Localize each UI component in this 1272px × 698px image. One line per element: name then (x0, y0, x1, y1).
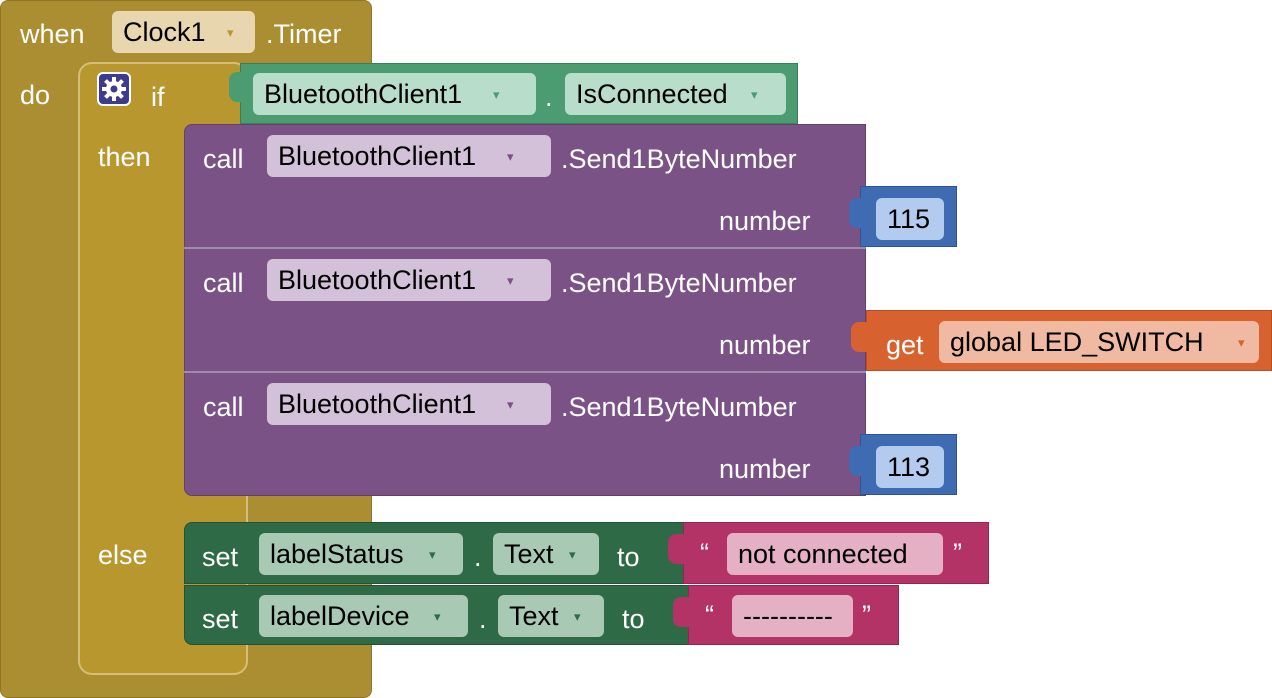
number-value: 113 (887, 451, 931, 482)
if-label: if (151, 82, 165, 112)
bluetoothclient1-dropdown[interactable]: BluetoothClient1 ▾ (267, 383, 551, 425)
isconnected-dropdown-label: IsConnected (576, 78, 728, 109)
chevron-down-icon: ▾ (574, 609, 581, 624)
open-quote: “ (705, 600, 714, 630)
block-divider (184, 371, 866, 373)
get-label: get (886, 330, 924, 360)
input-connector (229, 72, 243, 102)
set-label: set (202, 542, 239, 572)
dot-label: . (474, 542, 482, 572)
text-property-label: Text (504, 538, 554, 569)
call-label: call (203, 144, 244, 174)
text-value: not connected (738, 538, 908, 569)
input-connector (673, 597, 689, 627)
clock1-dropdown-label: Clock1 (123, 16, 206, 47)
variable-dropdown-label: global LED_SWITCH (950, 326, 1204, 357)
number-param-label: number (719, 206, 811, 236)
labeldevice-dropdown-label: labelDevice (270, 600, 410, 631)
to-label: to (617, 542, 640, 572)
chevron-down-icon: ▾ (493, 87, 500, 102)
set-label: set (202, 604, 239, 634)
bluetoothclient1-dropdown-label: BluetoothClient1 (278, 264, 477, 295)
text-property-dropdown[interactable]: Text ▾ (498, 595, 604, 637)
text-value-field[interactable]: not connected (727, 533, 943, 575)
event-name-label: .Timer (266, 19, 342, 49)
isconnected-dropdown[interactable]: IsConnected ▾ (565, 73, 786, 115)
input-connector (849, 198, 863, 228)
do-label: do (20, 80, 51, 110)
open-quote: “ (700, 538, 709, 568)
bluetoothclient1-dropdown-label: BluetoothClient1 (278, 388, 477, 419)
number-value-field[interactable]: 113 (876, 446, 944, 488)
labeldevice-dropdown[interactable]: labelDevice ▾ (259, 595, 468, 637)
clock1-dropdown[interactable]: Clock1 ▾ (112, 11, 255, 53)
call-label: call (203, 392, 244, 422)
chevron-down-icon: ▾ (429, 547, 436, 562)
close-quote: ” (953, 538, 962, 568)
number-param-label: number (719, 330, 811, 360)
labelstatus-dropdown[interactable]: labelStatus ▾ (259, 533, 463, 575)
call-stack (184, 124, 866, 496)
chevron-down-icon: ▾ (751, 87, 758, 102)
chevron-down-icon: ▾ (569, 547, 576, 562)
method-label: .Send1ByteNumber (561, 392, 797, 422)
text-property-dropdown[interactable]: Text ▾ (493, 533, 599, 575)
input-connector (851, 322, 867, 352)
variable-dropdown[interactable]: global LED_SWITCH ▾ (939, 321, 1259, 363)
input-connector (849, 446, 863, 476)
number-param-label: number (719, 454, 811, 484)
block-divider (184, 247, 866, 249)
chevron-down-icon: ▾ (507, 149, 514, 164)
chevron-down-icon: ▾ (507, 273, 514, 288)
when-label: when (20, 19, 85, 49)
bluetoothclient1-dropdown-label: BluetoothClient1 (278, 140, 477, 171)
else-label: else (98, 540, 148, 570)
number-value-field[interactable]: 115 (876, 198, 944, 240)
close-quote: ” (862, 600, 871, 630)
call-label: call (203, 268, 244, 298)
bluetoothclient1-dropdown[interactable]: BluetoothClient1 ▾ (267, 135, 551, 177)
chevron-down-icon: ▾ (1238, 335, 1245, 350)
labelstatus-dropdown-label: labelStatus (270, 538, 404, 569)
bluetoothclient1-dropdown[interactable]: BluetoothClient1 ▾ (253, 73, 536, 115)
method-label: .Send1ByteNumber (561, 144, 797, 174)
then-label: then (98, 142, 151, 172)
number-value: 115 (887, 203, 931, 234)
text-value: ---------- (743, 600, 833, 631)
chevron-down-icon: ▾ (434, 609, 441, 624)
to-label: to (622, 604, 645, 634)
text-property-label: Text (509, 600, 559, 631)
bluetoothclient1-dropdown-label: BluetoothClient1 (264, 78, 463, 109)
chevron-down-icon: ▾ (227, 25, 234, 40)
text-value-field[interactable]: ---------- (732, 595, 853, 637)
dot-label: . (545, 82, 553, 112)
bluetoothclient1-dropdown[interactable]: BluetoothClient1 ▾ (267, 259, 551, 301)
input-connector (668, 534, 684, 564)
method-label: .Send1ByteNumber (561, 268, 797, 298)
dot-label: . (479, 604, 487, 634)
chevron-down-icon: ▾ (507, 397, 514, 412)
gear-icon[interactable] (97, 72, 131, 106)
